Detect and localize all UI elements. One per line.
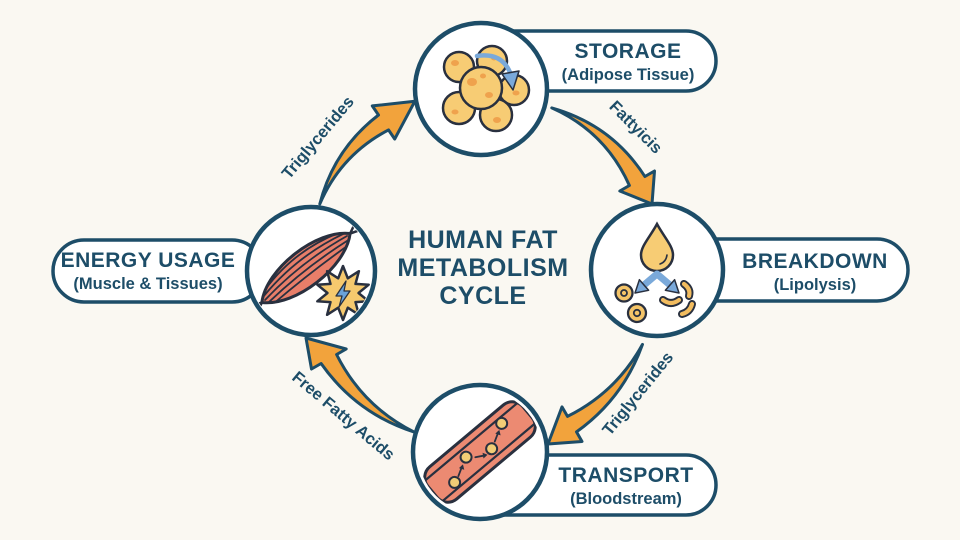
fatty-acid-molecules	[614, 280, 696, 324]
fat-cells-icon	[441, 44, 531, 133]
transport-sublabel: (Bloodstream)	[570, 490, 682, 508]
arrow-storage-to-breakdown	[550, 106, 656, 206]
energy-label: ENERGY USAGE	[61, 249, 236, 272]
storage-label: STORAGE	[575, 40, 682, 63]
title-line-2: METABOLISM	[397, 254, 568, 282]
vessel-particles	[448, 416, 509, 489]
transport-label: TRANSPORT	[558, 464, 693, 487]
split-arrow-icon	[634, 270, 680, 294]
arrow-transport-to-energy	[304, 336, 416, 434]
muscle-energy-icon	[250, 218, 370, 322]
title-line-3: CYCLE	[439, 282, 526, 310]
diagram-title: HUMAN FAT METABOLISM CYCLE	[397, 226, 568, 310]
breakdown-sublabel: (Lipolysis)	[774, 276, 857, 294]
energy-burst-icon	[316, 264, 370, 322]
energy-sublabel: (Muscle & Tissues)	[73, 275, 222, 293]
storage-sublabel: (Adipose Tissue)	[562, 66, 695, 84]
droplet-split-icon	[614, 221, 696, 324]
rotation-arrow-icon	[474, 53, 520, 91]
lightning-bolt-icon	[335, 280, 351, 308]
breakdown-label: BREAKDOWN	[742, 250, 888, 273]
title-line-1: HUMAN FAT	[408, 226, 558, 254]
